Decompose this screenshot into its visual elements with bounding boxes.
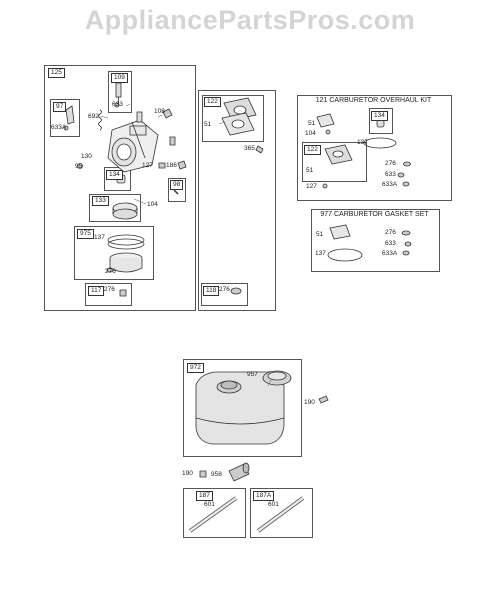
gasket-label-633a: 633A (382, 250, 398, 257)
label-127: 127 (142, 162, 153, 169)
label-51: 51 (204, 121, 212, 128)
gasket-label-633: 633 (385, 240, 396, 247)
label-186: 186 (166, 162, 177, 169)
label-365: 365 (244, 145, 255, 152)
kit-label-633a: 633A (382, 181, 398, 188)
tag-972: 972 (187, 363, 204, 373)
tag-118: 118 (203, 286, 220, 296)
sub-box-97 (50, 99, 80, 137)
tag-134: 134 (106, 170, 123, 180)
gasket-set-title: 977 CARBURETOR GASKET SET (320, 211, 429, 218)
tag-109: 109 (111, 73, 128, 83)
sub-box-109 (108, 71, 132, 113)
tag-187a: 187A (253, 491, 275, 501)
label-104: 104 (147, 201, 158, 208)
tag-975: 975 (77, 229, 94, 239)
gasket-set-panel (311, 209, 440, 272)
sub-box-975 (74, 226, 154, 280)
label-633a: 633A (51, 124, 67, 131)
carburetor-assembly-panel (44, 65, 196, 311)
intake-parts-panel (198, 90, 276, 311)
gasket-label-51: 51 (316, 231, 324, 238)
overhaul-kit-panel (297, 95, 452, 201)
kit-label-276: 276 (385, 160, 396, 167)
watermark: AppliancePartsPros.com (84, 5, 416, 35)
sub-box-122-kit (302, 142, 367, 182)
kit-label-633: 633 (385, 171, 396, 178)
kit-label-137: 137 (357, 139, 368, 146)
fuel-line-panel-187a (250, 488, 313, 538)
label-601-b: 601 (268, 501, 279, 508)
label-108: 108 (154, 108, 165, 115)
label-276-117: 276 (104, 286, 115, 293)
label-190: 190 (304, 399, 315, 406)
label-692: 692 (88, 113, 99, 120)
label-957: 957 (247, 371, 258, 378)
overhaul-kit-title: 121 CARBURETOR OVERHAUL KIT (315, 97, 432, 104)
tag-187: 187 (196, 491, 213, 501)
gasket-label-276: 276 (385, 229, 396, 236)
carburetor-body (107, 111, 159, 173)
fuel-tank-panel (183, 359, 302, 457)
label-601: 601 (204, 501, 215, 508)
kit-label-127: 127 (306, 183, 317, 190)
tag-97: 97 (53, 102, 67, 112)
sub-box-98 (168, 178, 186, 202)
sub-box-118 (201, 283, 248, 306)
sub-box-134-kit (369, 108, 393, 134)
label-276-118: 276 (219, 286, 230, 293)
gasket-label-137: 137 (315, 250, 326, 257)
label-190-b: 190 (182, 470, 193, 477)
tag-117: 117 (88, 286, 105, 296)
sub-box-133 (89, 194, 141, 222)
tag-122: 122 (204, 97, 221, 107)
kit-label-51: 51 (308, 120, 316, 127)
tag-98: 98 (170, 180, 184, 190)
sub-box-117 (85, 283, 132, 306)
tag-133: 133 (92, 196, 109, 206)
label-633: 633 (112, 101, 123, 108)
tag-134-kit: 134 (371, 111, 388, 121)
label-958: 958 (211, 471, 222, 478)
tag-122-kit: 122 (304, 145, 321, 155)
label-95: 95 (75, 163, 83, 170)
kit-label-104: 104 (305, 130, 316, 137)
sub-box-122 (202, 95, 264, 142)
sub-box-134 (104, 167, 131, 191)
label-276: 276 (105, 268, 116, 275)
label-130: 130 (81, 153, 92, 160)
tag-125: 125 (48, 68, 65, 78)
fuel-line-panel-187 (183, 488, 246, 538)
label-137: 137 (94, 234, 105, 241)
kit-label-51-b: 51 (306, 167, 314, 174)
